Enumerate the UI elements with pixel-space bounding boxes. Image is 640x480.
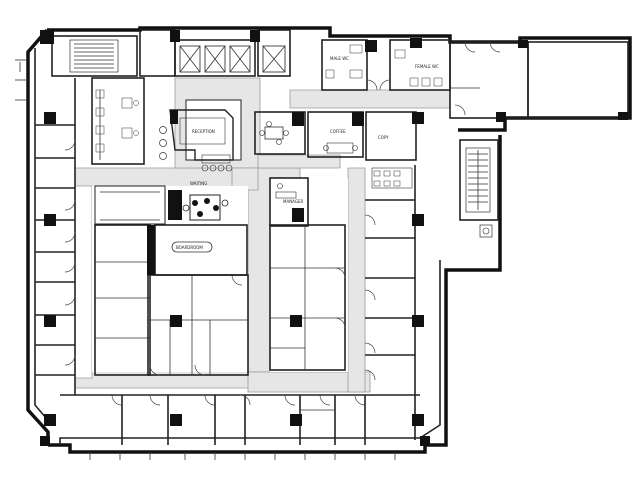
boardroom-label: BOARDROOM [176,245,203,250]
copy-room: COPY [365,111,417,189]
reception-label: RECEPTION [192,129,215,134]
columns [40,112,506,446]
east-offices [364,165,416,440]
window-marks [15,59,396,460]
stair-north [40,30,138,77]
manager-label: MANAGER [283,199,303,204]
copy-label: COPY [378,135,389,140]
boardroom: BOARDROOM [147,224,248,276]
washrooms: MALE WC FEMALE WC [321,38,451,91]
female-wc-label: FEMALE WC [415,64,439,69]
manager-office: MANAGER [269,177,309,227]
elevators [139,29,291,77]
stair-east [459,139,499,238]
coffee-area: COFFEE [307,111,364,158]
meeting-room [254,111,306,155]
reception: RECEPTION [159,109,234,172]
northeast-rooms [449,40,629,120]
male-wc-label: MALE WC [330,56,349,61]
west-offices [35,78,76,395]
waiting-label: WAITING [190,181,207,186]
south-offices [60,394,420,445]
coffee-label: COFFEE [330,129,346,134]
open-workstations [91,77,166,225]
waiting-area: WAITING [168,181,229,221]
